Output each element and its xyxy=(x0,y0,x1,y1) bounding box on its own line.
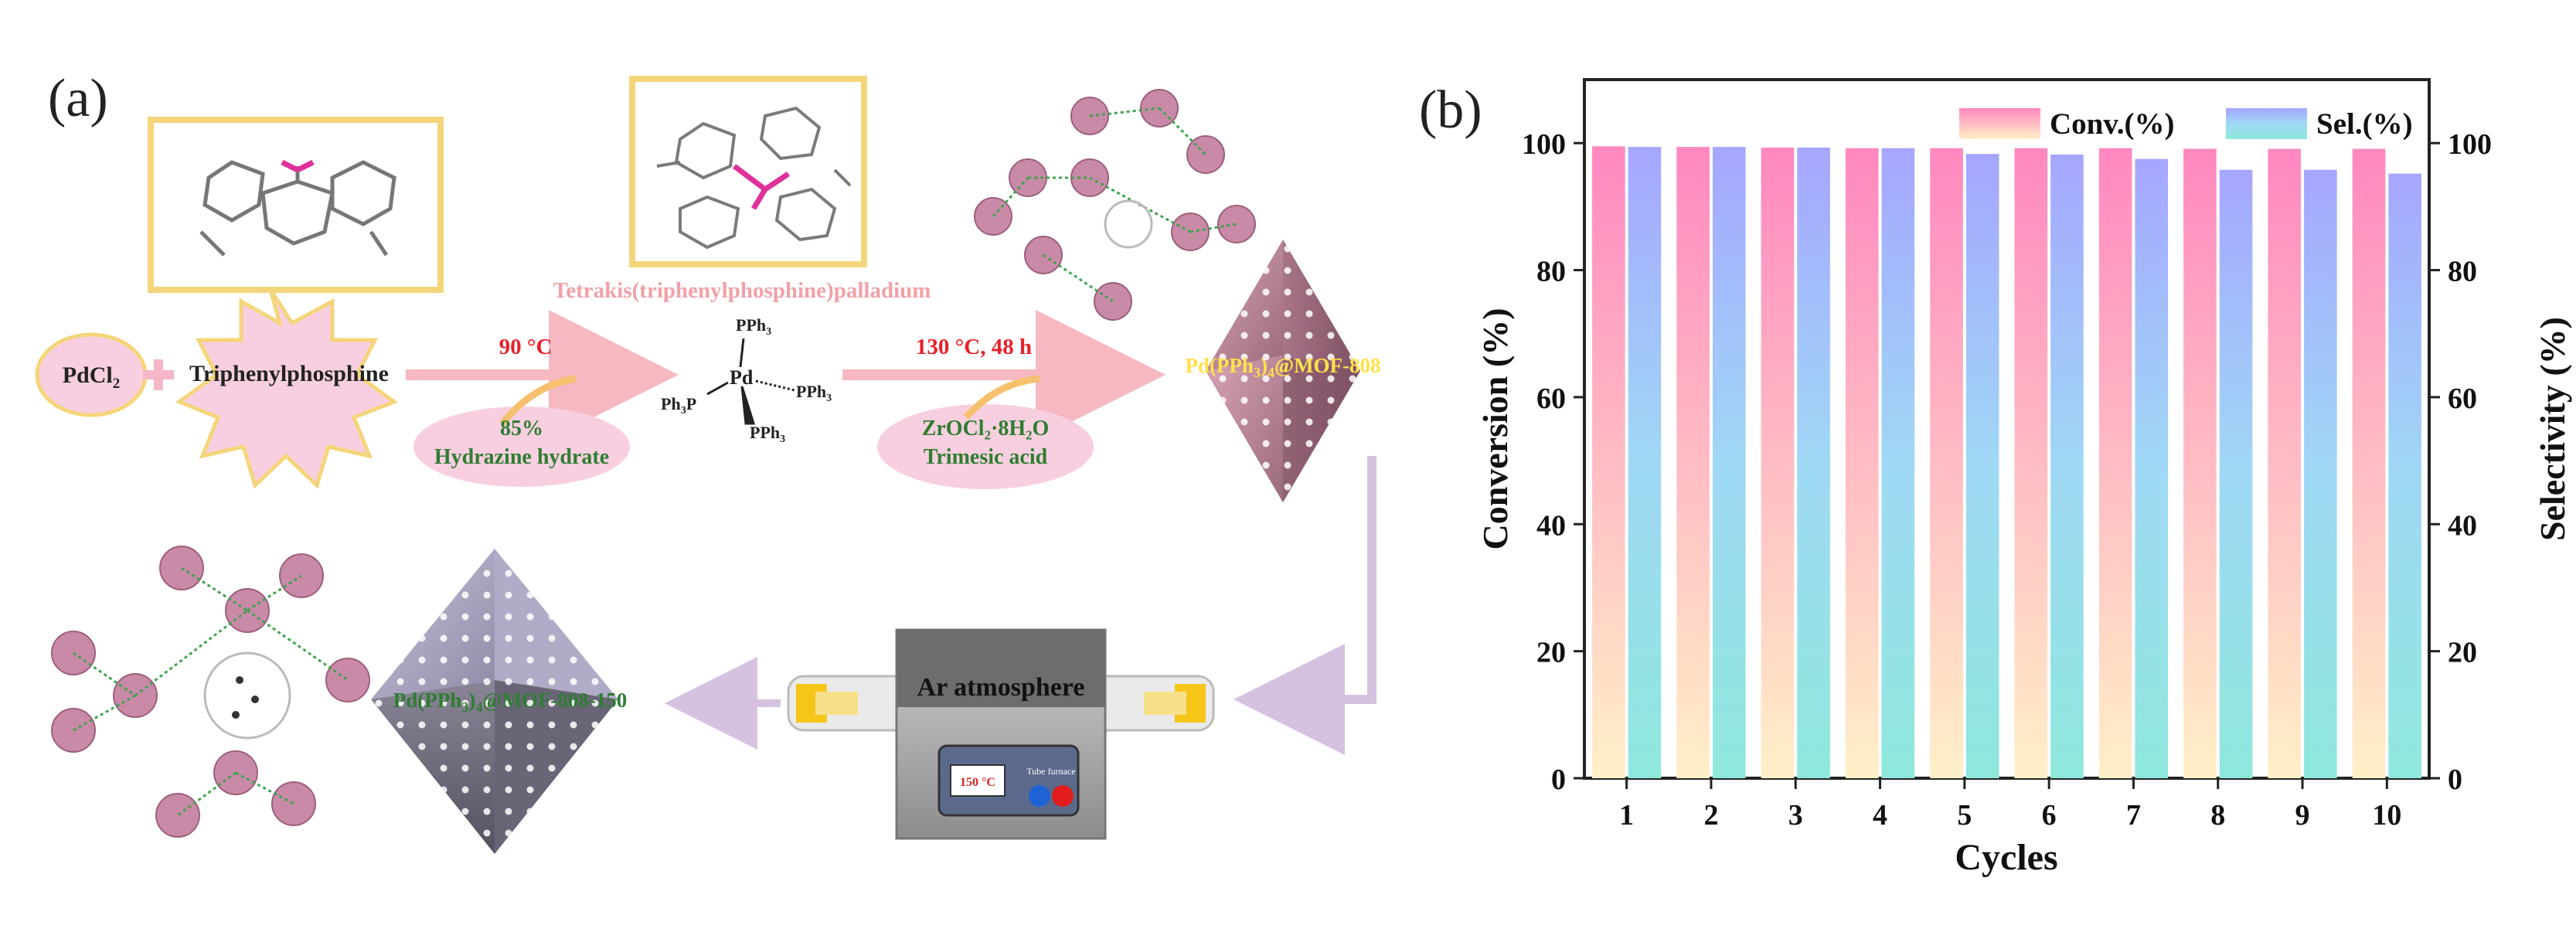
step1-reagent-line2: Hydrazine hydrate xyxy=(434,445,609,469)
pph3-structure-icon xyxy=(199,160,396,257)
x-tick-label: 4 xyxy=(1873,799,1887,832)
step1-reagent-bubble xyxy=(413,406,630,487)
tube-furnace xyxy=(787,628,1215,840)
y-axis-title: Conversion (%) xyxy=(1475,308,1515,549)
x-axis-title: Cycles xyxy=(1955,837,2057,878)
step2-curved-arrow-icon xyxy=(963,375,1040,420)
selectivity-bar-7 xyxy=(2135,158,2169,778)
transfer-arrow xyxy=(1234,456,1376,755)
y-tick-label: 80 xyxy=(1536,256,1566,288)
conversion-bar-8 xyxy=(2183,148,2217,778)
pd-complex-formula: PPh3 Ph3P Pd PPh3 PPh3 xyxy=(661,315,832,445)
x-tick-label: 10 xyxy=(2372,799,2401,832)
y2-tick-label: 40 xyxy=(2448,509,2477,542)
x-tick-label: 9 xyxy=(2295,799,2310,832)
plot-frame xyxy=(1583,78,2431,780)
selectivity-bar-1 xyxy=(1628,147,1662,778)
conversion-bar-7 xyxy=(2098,148,2132,779)
x-tick-label: 5 xyxy=(1957,799,1972,832)
panel-a-scheme: (a) PdCl2 Triphenylphosphine 90 °C 85% H… xyxy=(35,69,1381,854)
product2-label: Pd(PPh3)4@MOF-808-150 xyxy=(393,689,628,715)
panel-a-label: (a) xyxy=(48,69,108,128)
svg-text:PPh3: PPh3 xyxy=(750,423,785,445)
y-tick-label: 60 xyxy=(1536,383,1566,415)
furnace-label: Ar atmosphere xyxy=(917,673,1085,702)
legend-swatch-selectivity xyxy=(2226,108,2307,139)
y2-tick-label: 20 xyxy=(2448,637,2477,669)
y-tick-label: 100 xyxy=(1522,128,1566,161)
conversion-bar-9 xyxy=(2268,148,2302,778)
svg-text:Ph3P: Ph3P xyxy=(661,394,696,417)
selectivity-bar-5 xyxy=(1965,154,1999,779)
y2-tick-label: 80 xyxy=(2448,256,2477,288)
selectivity-bar-6 xyxy=(2050,154,2084,778)
pd-atom-icon xyxy=(732,164,790,210)
y-tick-label: 0 xyxy=(1551,764,1566,796)
step2-reagent-line1: ZrOCl₂·8H₂O xyxy=(922,417,1050,440)
selectivity-bar-9 xyxy=(2304,169,2337,778)
conversion-bar-2 xyxy=(1676,147,1710,778)
legend-label-conversion: Conv.(%) xyxy=(2050,107,2174,141)
furnace-display: 150 °C xyxy=(960,776,995,789)
triphenylphosphine-label: Triphenylphosphine xyxy=(189,361,389,386)
selectivity-bar-2 xyxy=(1712,147,1746,778)
pd-complex-structure-icon xyxy=(656,106,852,250)
pd-complex-structure-frame xyxy=(629,76,867,267)
mof-framework-icon-bottom xyxy=(51,546,370,838)
pdcl2-label: PdCl2 xyxy=(63,362,121,392)
plus-icon xyxy=(143,359,174,390)
pph3-structure-frame xyxy=(148,117,444,293)
selectivity-bar-3 xyxy=(1797,147,1830,778)
x-tick-label: 7 xyxy=(2126,799,2141,832)
y2-tick-label: 0 xyxy=(2448,764,2462,796)
product1-label: Pd(PPh3)4@MOF-808 xyxy=(1185,354,1380,380)
selectivity-bar-4 xyxy=(1881,148,1915,779)
svg-text:Pd: Pd xyxy=(730,366,754,389)
y2-axis-title: Selectivity (%) xyxy=(2533,317,2572,541)
step2-reagent-line2: Trimesic acid xyxy=(924,445,1048,469)
triphenylphosphine-star-shape xyxy=(175,288,399,489)
step2-reagent-bubble xyxy=(877,404,1094,489)
conversion-bar-1 xyxy=(1592,146,1625,779)
step1-condition: 90 °C xyxy=(499,335,553,359)
x-tick-label: 8 xyxy=(2210,799,2225,832)
x-tick-label: 1 xyxy=(1619,799,1634,832)
x-tick-label: 3 xyxy=(1788,799,1803,832)
y-tick-label: 40 xyxy=(1536,509,1566,542)
selectivity-bar-8 xyxy=(2219,169,2253,778)
synthesis-scheme: (a) PdCl2 Triphenylphosphine 90 °C 85% H… xyxy=(35,69,1381,854)
purple-octahedron-crystal xyxy=(371,549,618,854)
pink-octahedron-crystal xyxy=(1206,240,1360,502)
conversion-bar-3 xyxy=(1761,147,1795,778)
step1-reagent-line1: 85% xyxy=(500,417,543,440)
step1-curved-arrow-icon xyxy=(499,375,577,426)
conversion-bar-5 xyxy=(1930,148,1963,779)
step2-condition: 130 °C, 48 h xyxy=(916,335,1032,359)
furnace-brand: Tube furnace xyxy=(1026,766,1075,777)
panel-b-label: (b) xyxy=(1419,80,1482,140)
phosphorus-atom-icon xyxy=(281,159,315,173)
conversion-bar-10 xyxy=(2352,148,2386,778)
legend-label-selectivity: Sel.(%) xyxy=(2316,107,2413,141)
mof-framework-icon-top xyxy=(974,89,1256,321)
legend: Conv.(%) Sel.(%) xyxy=(1959,107,2413,141)
catalyst-name: Tetrakis(triphenylphosphine)palladium xyxy=(553,278,931,303)
legend-swatch-conversion xyxy=(1959,108,2040,139)
svg-text:PPh3: PPh3 xyxy=(736,315,771,338)
selectivity-bar-10 xyxy=(2388,173,2421,778)
conversion-bar-4 xyxy=(1845,148,1879,779)
y2-tick-label: 60 xyxy=(2448,383,2477,415)
conversion-bar-6 xyxy=(2014,148,2048,779)
y-tick-label: 20 xyxy=(1536,637,1566,669)
x-tick-label: 6 xyxy=(2042,799,2057,832)
svg-text:PPh3: PPh3 xyxy=(796,382,832,404)
y2-tick-label: 100 xyxy=(2448,128,2492,161)
pd-bonds-icon xyxy=(706,338,795,425)
bars-layer xyxy=(1592,146,2421,779)
x-tick-label: 2 xyxy=(1703,799,1718,832)
